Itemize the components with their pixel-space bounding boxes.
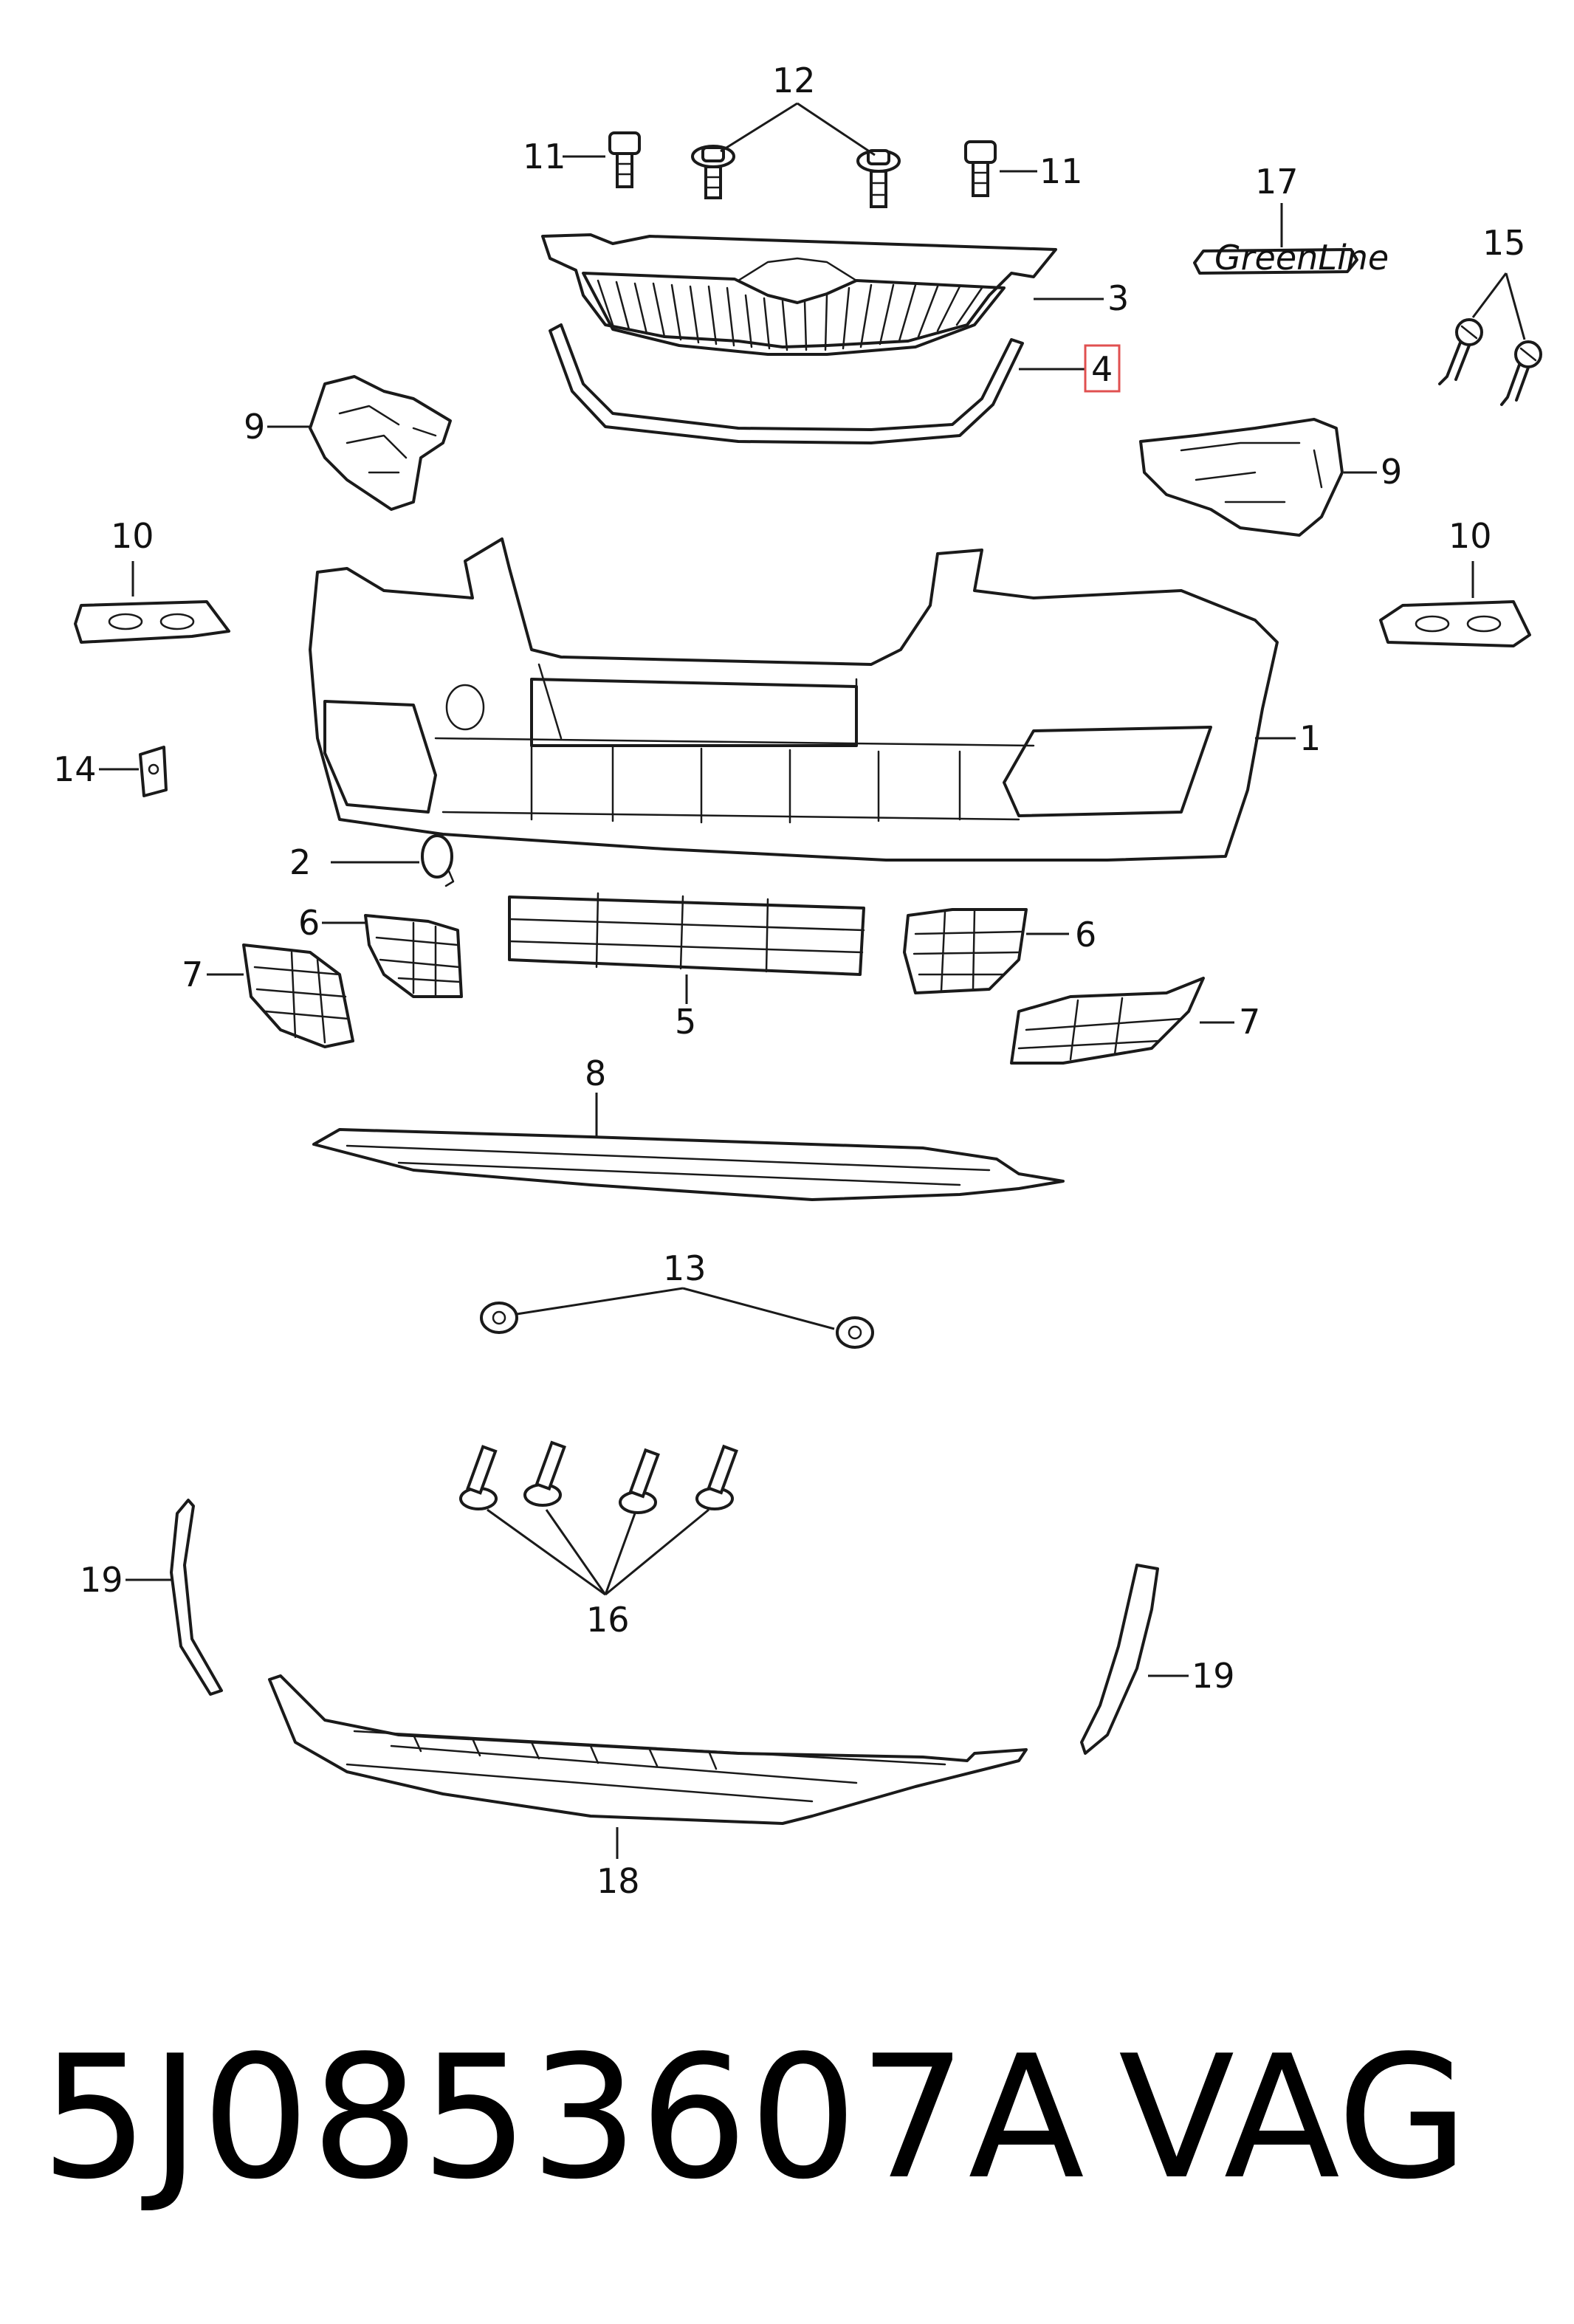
- mounting-bracket-9-right: [1139, 418, 1344, 537]
- screw-16-b: [523, 1440, 566, 1507]
- callout-7-left: 7: [182, 955, 203, 994]
- callout-10-right: 10: [1448, 516, 1492, 556]
- callout-13: 13: [663, 1248, 707, 1288]
- callout-15: 15: [1482, 223, 1526, 263]
- clip-14: [139, 746, 168, 797]
- callout-11-right: 11: [1039, 151, 1083, 191]
- lower-grille-5: [508, 892, 865, 976]
- callout-4: 4: [1091, 349, 1113, 389]
- part-number: 5J0853607A: [41, 2020, 1086, 2217]
- fog-lamp-bracket-10-left: [74, 600, 230, 644]
- callout-9-left: 9: [244, 407, 265, 447]
- fog-lamp-bracket-10-right: [1379, 600, 1531, 647]
- callout-2: 2: [289, 842, 311, 882]
- callout-3: 3: [1107, 278, 1129, 318]
- callout-11-left: 11: [523, 137, 566, 176]
- callout-16: 16: [586, 1600, 630, 1640]
- tapping-screw-15-left: [1438, 318, 1483, 385]
- brand-label: VAG: [1118, 2020, 1469, 2217]
- bolt-11-left: [608, 131, 641, 188]
- callout-9-right: 9: [1381, 452, 1402, 492]
- tapping-screw-15-right: [1500, 340, 1542, 406]
- radiator-grille-3: [541, 233, 1057, 356]
- mounting-bracket-9-left: [309, 375, 452, 511]
- screw-16-d: [695, 1444, 738, 1510]
- fog-grille-7-left: [242, 943, 354, 1048]
- screw-12-right: [856, 149, 901, 208]
- clip-nut-13-right: [836, 1316, 874, 1349]
- bolt-11-right: [964, 140, 997, 197]
- side-grille-6-right: [903, 908, 1028, 994]
- trim-strip-19-right: [1080, 1564, 1159, 1755]
- badge-text: GreenLine: [1214, 238, 1389, 278]
- callout-1: 1: [1299, 718, 1321, 758]
- footer: 5J0853607A VAG: [41, 2023, 1517, 2215]
- clip-nut-13-left: [480, 1302, 518, 1334]
- trim-strip-19-left: [170, 1499, 223, 1696]
- greenline-badge-17: GreenLine: [1193, 238, 1389, 278]
- callout-17: 17: [1255, 162, 1299, 202]
- callout-14: 14: [53, 749, 97, 789]
- lower-spoiler-8: [312, 1128, 1065, 1201]
- screw-16-a: [459, 1445, 498, 1510]
- bumper-cover-1: [309, 537, 1279, 862]
- callout-7-right: 7: [1239, 1002, 1260, 1042]
- highlight-box-callout-4: [1084, 344, 1121, 393]
- screw-12-left: [691, 145, 735, 199]
- callout-12: 12: [772, 61, 816, 100]
- callout-6-left: 6: [298, 903, 320, 943]
- callout-18: 18: [597, 1861, 640, 1901]
- callout-19-left: 19: [80, 1560, 123, 1600]
- grille-trim-strip-4: [549, 323, 1024, 444]
- callout-10-left: 10: [111, 516, 154, 556]
- callout-8: 8: [585, 1053, 606, 1093]
- callout-5: 5: [675, 1002, 696, 1042]
- fog-grille-7-right: [1010, 977, 1205, 1065]
- side-grille-6-left: [364, 914, 463, 998]
- callout-19-right: 19: [1192, 1656, 1235, 1696]
- tow-hook-cap-2: [421, 834, 455, 887]
- callout-6-right: 6: [1075, 915, 1096, 955]
- lower-diffuser-18: [268, 1674, 1028, 1825]
- screw-16-c: [619, 1448, 660, 1514]
